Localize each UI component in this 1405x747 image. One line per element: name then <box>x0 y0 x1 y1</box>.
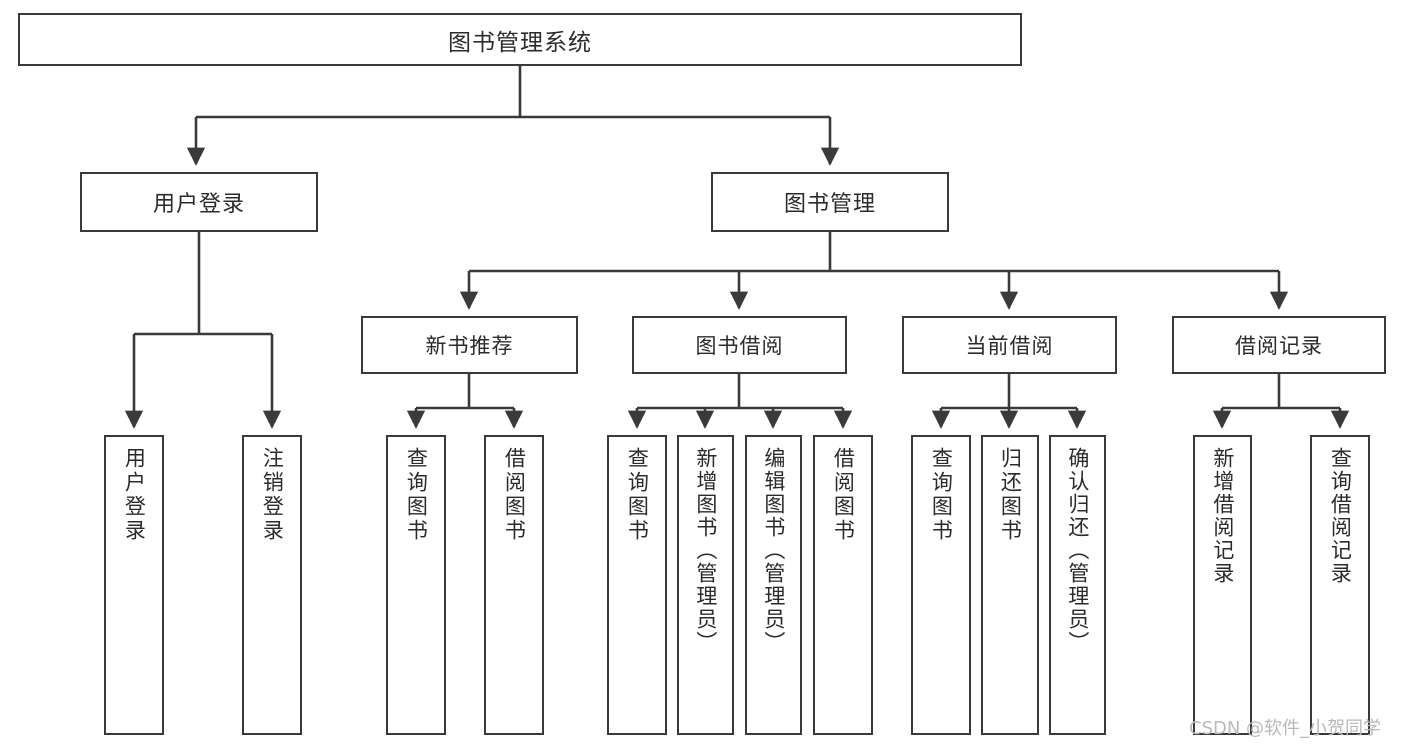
node-leaf-query-book-cur-label: 查询图书 <box>929 447 954 543</box>
node-leaf-confirm-return-label: 确认归还（管理员） <box>1065 447 1090 654</box>
node-leaf-query-record[interactable]: 查询借阅记录 <box>1310 435 1370 735</box>
node-leaf-logout-label: 注销登录 <box>260 447 285 543</box>
node-leaf-query-record-label: 查询借阅记录 <box>1328 447 1353 585</box>
node-book-borrow[interactable]: 图书借阅 <box>632 316 847 374</box>
csdn-watermark: CSDN @软件_小贺同学 <box>1189 718 1382 739</box>
node-leaf-borrow-book-rec[interactable]: 借阅图书 <box>484 435 544 735</box>
node-book-manage-label: 图书管理 <box>783 192 876 217</box>
node-new-book-rec[interactable]: 新书推荐 <box>361 316 578 374</box>
node-leaf-user-login[interactable]: 用户登录 <box>104 435 164 735</box>
node-leaf-query-book-borrow[interactable]: 查询图书 <box>607 435 667 735</box>
node-leaf-query-book-borrow-label: 查询图书 <box>625 447 650 543</box>
node-borrow-record-label: 借阅记录 <box>1235 334 1323 358</box>
node-leaf-add-book[interactable]: 新增图书（管理员） <box>677 435 734 735</box>
node-book-manage[interactable]: 图书管理 <box>711 172 949 232</box>
node-current-borrow[interactable]: 当前借阅 <box>902 316 1117 374</box>
node-leaf-user-login-label: 用户登录 <box>122 447 147 543</box>
node-root[interactable]: 图书管理系统 <box>18 13 1022 66</box>
node-book-borrow-label: 图书借阅 <box>695 334 784 358</box>
node-leaf-return-book[interactable]: 归还图书 <box>981 435 1039 735</box>
node-leaf-query-book-rec-label: 查询图书 <box>404 447 429 543</box>
node-leaf-borrow-book-label: 借阅图书 <box>831 447 856 543</box>
node-root-label: 图书管理系统 <box>448 29 592 56</box>
node-leaf-borrow-book-rec-label: 借阅图书 <box>502 447 527 543</box>
node-leaf-return-book-label: 归还图书 <box>998 447 1023 543</box>
node-borrow-record[interactable]: 借阅记录 <box>1172 316 1386 374</box>
node-new-book-rec-label: 新书推荐 <box>425 334 514 358</box>
node-leaf-query-book-rec[interactable]: 查询图书 <box>386 435 446 735</box>
node-user-login-label: 用户登录 <box>152 192 245 217</box>
node-user-login[interactable]: 用户登录 <box>80 172 318 232</box>
node-current-borrow-label: 当前借阅 <box>965 334 1054 358</box>
node-leaf-confirm-return[interactable]: 确认归还（管理员） <box>1049 435 1106 735</box>
node-leaf-edit-book-label: 编辑图书（管理员） <box>761 447 786 654</box>
node-leaf-add-record[interactable]: 新增借阅记录 <box>1193 435 1252 735</box>
node-leaf-query-book-cur[interactable]: 查询图书 <box>911 435 971 735</box>
node-leaf-add-record-label: 新增借阅记录 <box>1210 447 1235 585</box>
node-leaf-edit-book[interactable]: 编辑图书（管理员） <box>745 435 802 735</box>
node-leaf-logout[interactable]: 注销登录 <box>242 435 302 735</box>
node-leaf-add-book-label: 新增图书（管理员） <box>693 447 718 654</box>
node-leaf-borrow-book[interactable]: 借阅图书 <box>813 435 873 735</box>
